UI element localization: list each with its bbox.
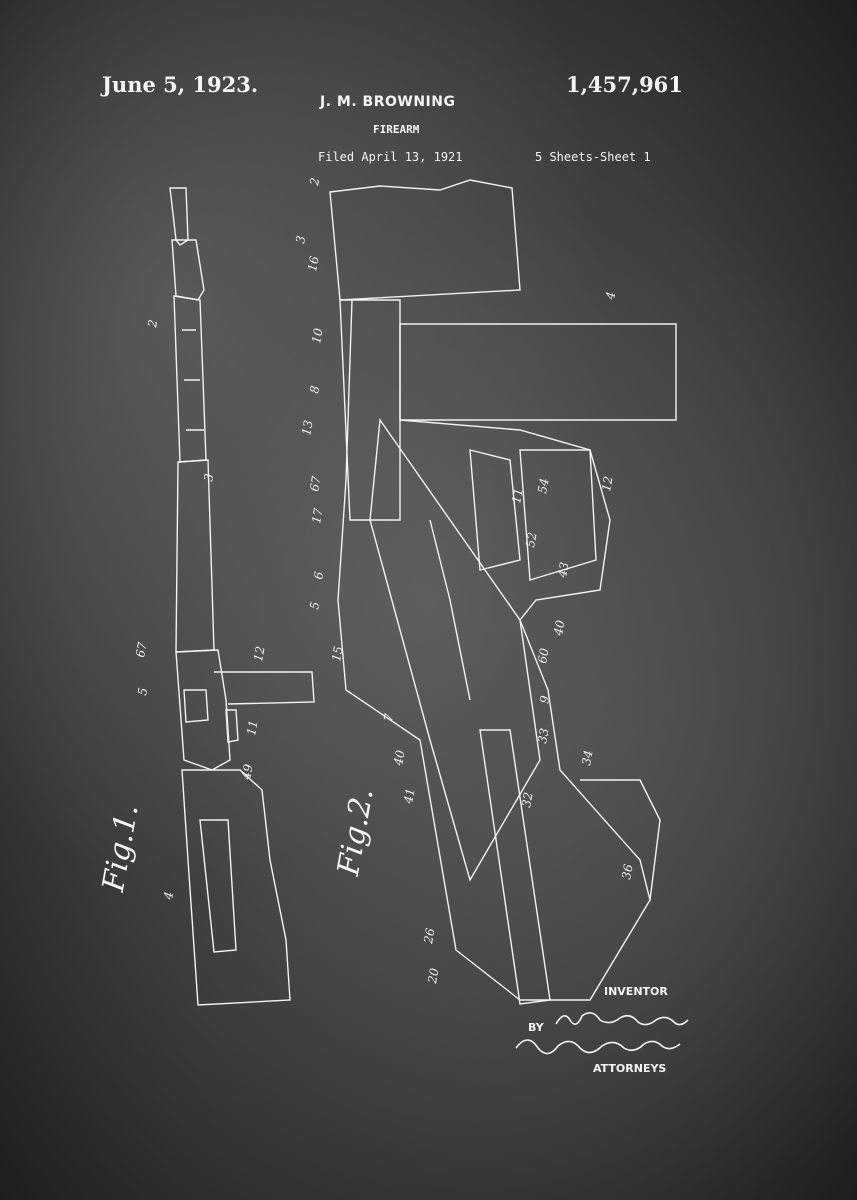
fig2-ref-numeral-1: 3 [293, 234, 308, 244]
fig2-ref-numeral-5: 13 [299, 419, 316, 437]
fig1-reference-numerals: 2 3 5 67 12 11 49 4 [133, 319, 267, 902]
fig2-ref-numeral-11: 7 [381, 712, 396, 722]
by-label: BY [528, 1021, 544, 1034]
inventor-name: J. M. BROWNING [320, 94, 456, 110]
attorneys-label: ATTORNEYS [593, 1062, 667, 1075]
fig2-ref-numeral-15: 26 [421, 927, 438, 946]
fig2-ref-numeral-12: 40 [391, 749, 408, 768]
fig2-ref-numeral-16: 4 [603, 291, 618, 302]
fig2-ref-numeral-13: 41 [401, 787, 418, 805]
fig2-ref-numeral-2: 16 [305, 255, 322, 273]
fig2-ref-numeral-9: 5 [307, 601, 322, 611]
fig2-ref-numeral-19: 54 [535, 477, 551, 494]
fig1-ref-numeral-7: 4 [161, 891, 176, 902]
fig2-ref-numeral-28: 36 [619, 863, 636, 881]
inventor-label: INVENTOR [604, 985, 668, 998]
fig2-reference-numerals: 2 3 16 10 8 13 67 17 6 5 15 7 40 41 20 26 4 12 11 54 52 43 40 6… [293, 177, 636, 986]
fig2-ref-numeral-14: 20 [425, 967, 442, 986]
sheet-count: 5 Sheets-Sheet 1 [535, 150, 651, 164]
fig2-ref-numeral-24: 9 [537, 694, 552, 704]
fig1-rifle-drawing [169, 187, 315, 1006]
patent-number: 1,457,961 [566, 72, 683, 97]
fig2-ref-numeral-20: 52 [523, 531, 539, 548]
fig2-ref-numeral-21: 43 [555, 561, 572, 580]
fig2-ref-numeral-8: 6 [311, 570, 326, 580]
fig2-ref-numeral-23: 60 [535, 647, 552, 665]
fig1-ref-numeral-4: 12 [251, 645, 267, 662]
fig1-ref-numeral-6: 49 [239, 763, 256, 782]
inventor-signature [555, 1012, 689, 1026]
fig2-ref-numeral-26: 34 [579, 749, 595, 766]
fig2-section-drawing [329, 179, 677, 1005]
fig2-ref-numeral-17: 12 [599, 475, 615, 492]
fig1-ref-numeral-0: 2 [145, 319, 160, 330]
fig2-ref-numeral-25: 33 [535, 727, 552, 745]
fig2-ref-numeral-27: 32 [519, 791, 535, 808]
fig2-ref-numeral-4: 8 [307, 384, 322, 394]
fig1-ref-numeral-1: 3 [201, 472, 216, 482]
fig2-ref-numeral-0: 2 [307, 177, 322, 188]
fig2-ref-numeral-18: 11 [509, 487, 525, 504]
patent-date: June 5, 1923. [102, 72, 259, 97]
fig2-ref-numeral-7: 17 [309, 507, 326, 525]
patent-subject: FIREARM [373, 123, 420, 136]
attorney-signature [515, 1039, 681, 1055]
fig2-ref-numeral-22: 40 [551, 619, 568, 638]
fig2-ref-numeral-6: 67 [307, 475, 324, 493]
fig1-ref-numeral-2: 5 [135, 687, 150, 697]
fig2-ref-numeral-3: 10 [309, 327, 326, 345]
filing-date: Filed April 13, 1921 [318, 150, 463, 164]
fig2-ref-numeral-10: 15 [329, 645, 345, 662]
fig1-ref-numeral-3: 67 [133, 641, 150, 659]
fig1-ref-numeral-5: 11 [244, 719, 260, 736]
